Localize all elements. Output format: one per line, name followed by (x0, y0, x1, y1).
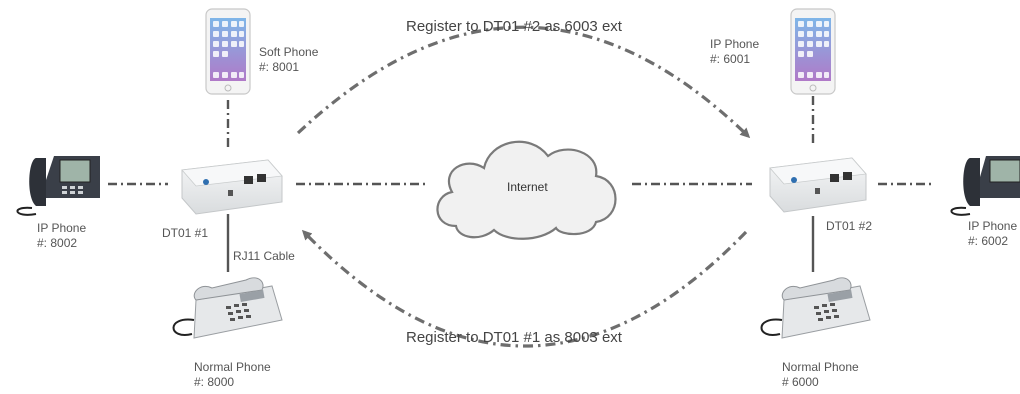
bottom-register-arc (301, 229, 748, 348)
top-arc-label: Register to DT01 #2 as 6003 ext (406, 18, 622, 35)
right-top-phone-name: IP Phone (710, 37, 760, 51)
right-normal-phone-label: Normal Phone # 6000 (782, 360, 859, 390)
internet-label: Internet (507, 180, 548, 194)
right-ip-phone-number: #: 6002 (968, 234, 1009, 248)
dt01-1-label: DT01 #1 (162, 226, 209, 240)
right-ip-phone-name: IP Phone (968, 219, 1018, 233)
left-normal-phone-icon (172, 277, 283, 339)
right-normal-phone-name: Normal Phone (782, 360, 859, 374)
soft-phone-icon (205, 8, 251, 95)
bottom-arc-label: Register to DT01 #1 as 8003 ext (406, 329, 622, 346)
left-normal-phone-label: Normal Phone #: 8000 (194, 360, 271, 390)
top-register-arc (296, 25, 751, 139)
right-ip-phone-label: IP Phone #: 6002 (968, 219, 1017, 249)
soft-phone-number: #: 8001 (259, 60, 300, 74)
left-normal-phone-number: #: 8000 (194, 375, 235, 389)
left-ip-phone-label: IP Phone #: 8002 (37, 221, 86, 251)
right-top-phone-icon (790, 8, 836, 95)
right-top-phone-number: #: 6001 (710, 52, 751, 66)
right-ip-phone-icon (950, 156, 1020, 216)
dt01-1-gateway-icon (181, 159, 283, 215)
dt01-2-label: DT01 #2 (826, 219, 873, 233)
soft-phone-name: Soft Phone (259, 45, 319, 59)
left-ip-phone-number: #: 8002 (37, 236, 78, 250)
right-top-phone-label: IP Phone #: 6001 (710, 37, 759, 67)
rj11-cable-label: RJ11 Cable (233, 249, 295, 263)
internet-cloud-icon (436, 140, 617, 240)
left-normal-phone-name: Normal Phone (194, 360, 271, 374)
soft-phone-label: Soft Phone #: 8001 (259, 45, 318, 75)
right-normal-phone-icon (760, 277, 871, 339)
left-ip-phone-name: IP Phone (37, 221, 87, 235)
dt01-2-gateway-icon (769, 157, 867, 213)
left-ip-phone-icon (16, 156, 100, 216)
right-normal-phone-number: # 6000 (782, 375, 819, 389)
